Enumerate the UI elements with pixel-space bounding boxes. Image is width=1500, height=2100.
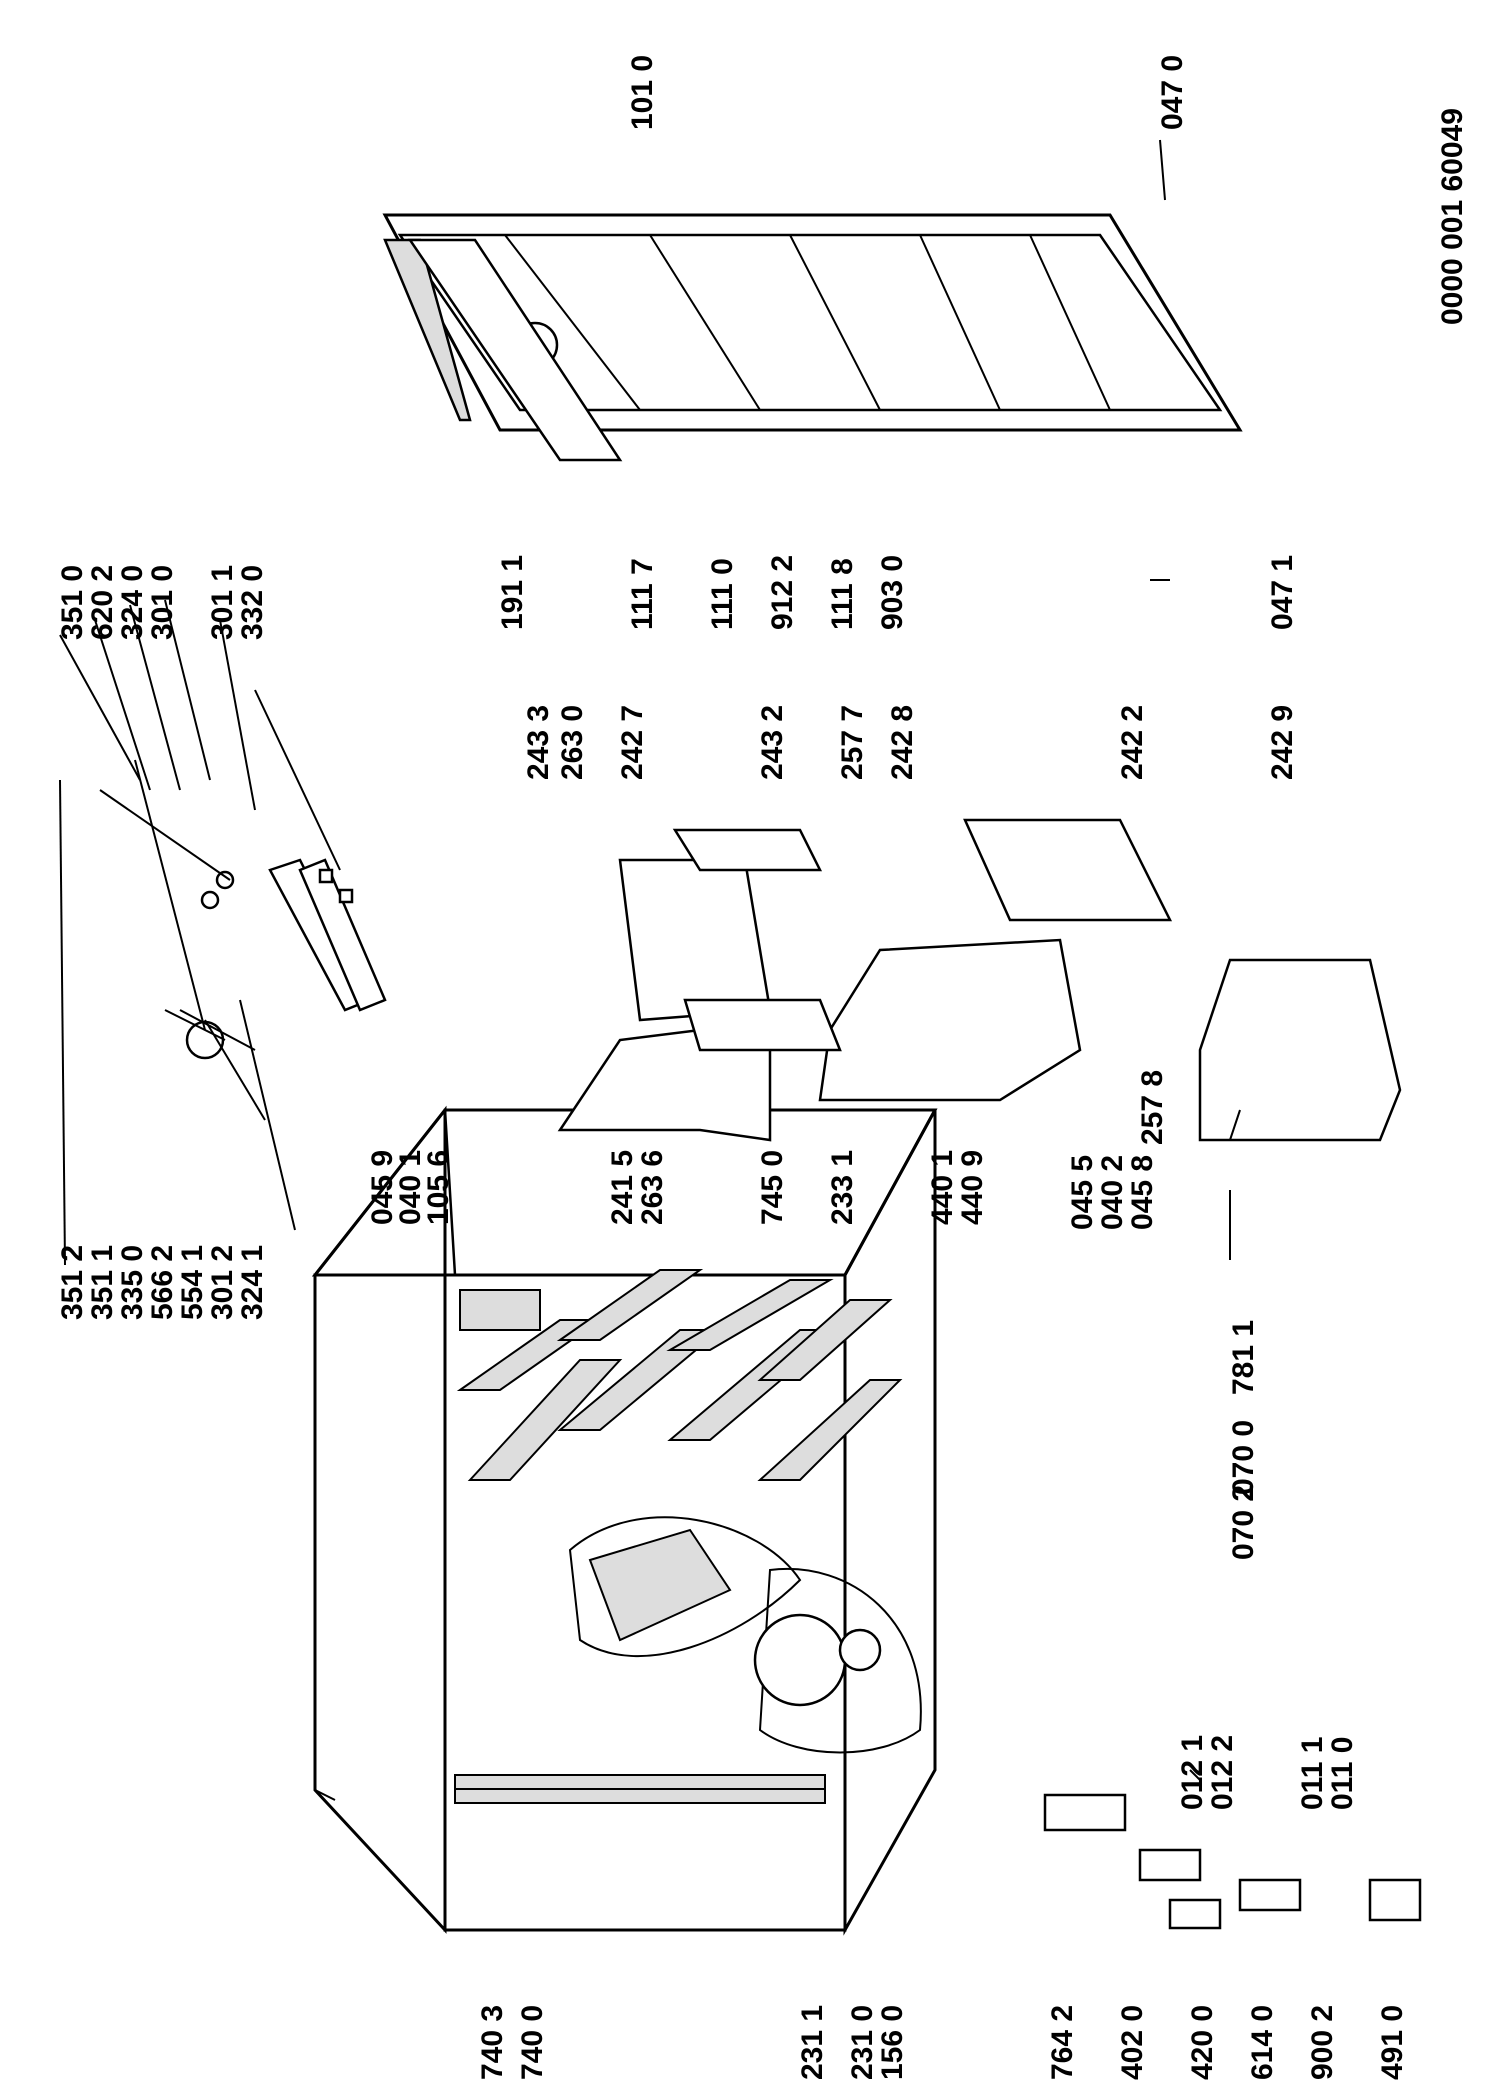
label-242-2: 242 2 xyxy=(1116,705,1149,780)
label-242-8: 242 8 xyxy=(886,705,919,780)
label-301-2: 301 2 xyxy=(206,1245,239,1320)
part-labels: 351 2 351 1 335 0 566 2 554 1 301 2 324 … xyxy=(56,55,1469,2080)
drawer-bottom xyxy=(1198,958,1402,1142)
label-012-1: 012 1 xyxy=(1176,1735,1209,1810)
flap-upper xyxy=(672,828,823,872)
label-257-7: 257 7 xyxy=(836,705,869,780)
label-241-5: 241 5 xyxy=(606,1150,639,1225)
label-101-0: 101 0 xyxy=(626,55,659,130)
drawer-upper xyxy=(557,858,772,1142)
label-263-0: 263 0 xyxy=(556,705,589,780)
label-231-1: 231 1 xyxy=(796,2005,829,2080)
label-620-2: 620 2 xyxy=(86,565,119,640)
label-566-2: 566 2 xyxy=(146,1245,179,1320)
label-903-0: 903 0 xyxy=(876,555,909,630)
label-420-0: 420 0 xyxy=(1186,2005,1219,2080)
door xyxy=(382,213,1243,432)
label-301-1: 301 1 xyxy=(206,565,239,640)
label-105-6: 105 6 xyxy=(422,1150,455,1225)
flap-middle xyxy=(683,998,842,1052)
control-panel-parts xyxy=(185,858,387,1060)
label-111-7: 111 7 xyxy=(626,558,659,630)
label-242-7: 242 7 xyxy=(616,705,649,780)
label-900-2: 900 2 xyxy=(1306,2005,1339,2080)
label-045-9: 045 9 xyxy=(366,1150,399,1225)
label-301-0: 301 0 xyxy=(146,565,179,640)
label-491-0: 491 0 xyxy=(1376,2005,1409,2080)
label-324-1: 324 1 xyxy=(236,1245,269,1320)
label-402-0: 402 0 xyxy=(1116,2005,1149,2080)
label-011-0: 011 0 xyxy=(1326,1737,1359,1810)
label-554-1: 554 1 xyxy=(176,1245,209,1320)
compressor-compartment xyxy=(753,1567,922,1754)
label-233-1: 233 1 xyxy=(826,1150,859,1225)
label-111-8: 111 8 xyxy=(826,558,859,630)
label-740-0: 740 0 xyxy=(516,2005,549,2080)
label-740-3: 740 3 xyxy=(476,2005,509,2080)
label-243-2: 243 2 xyxy=(756,705,789,780)
cabinet-shelf-grills xyxy=(456,1269,903,1481)
label-045-5: 045 5 xyxy=(1066,1155,1099,1230)
label-191-1: 191 1 xyxy=(496,555,529,630)
label-324-0: 324 0 xyxy=(116,565,149,640)
compressor xyxy=(753,1613,847,1707)
label-614-0: 614 0 xyxy=(1246,2005,1279,2080)
label-231-0: 231 0 xyxy=(846,2005,879,2080)
loose-parts xyxy=(1043,1793,1422,1930)
label-111-0: 111 0 xyxy=(706,558,739,630)
leader-lines xyxy=(59,139,1241,1781)
label-745-0: 745 0 xyxy=(756,1150,789,1225)
label-242-9: 242 9 xyxy=(1266,705,1299,780)
label-332-0: 332 0 xyxy=(236,565,269,640)
label-764-2: 764 2 xyxy=(1046,2005,1079,2080)
evaporator-detail xyxy=(568,1516,802,1658)
label-011-1: 011 1 xyxy=(1296,1737,1329,1810)
label-440-1: 440 1 xyxy=(926,1150,959,1225)
condenser xyxy=(454,1774,826,1804)
label-156-0: 156 0 xyxy=(876,2005,909,2080)
label-440-9: 440 9 xyxy=(956,1150,989,1225)
label-045-8: 045 8 xyxy=(1126,1155,1159,1230)
label-257-8: 257 8 xyxy=(1136,1070,1169,1145)
cabinet-body xyxy=(311,1105,938,1936)
label-040-2: 040 2 xyxy=(1096,1155,1129,1230)
label-263-6: 263 6 xyxy=(636,1150,669,1225)
drawer-lower xyxy=(818,938,1082,1102)
label-912-2: 912 2 xyxy=(766,555,799,630)
label-351-0: 351 0 xyxy=(56,565,89,640)
label-781-1: 781 1 xyxy=(1227,1320,1260,1395)
label-335-0: 335 0 xyxy=(116,1245,149,1320)
label-351-2: 351 2 xyxy=(56,1245,89,1320)
label-047-0: 047 0 xyxy=(1156,55,1189,130)
flap-lower xyxy=(963,818,1173,922)
label-351-1: 351 1 xyxy=(86,1245,119,1320)
label-243-3: 243 3 xyxy=(522,705,555,780)
door-gasket xyxy=(407,238,623,462)
label-070-0: 070 0 xyxy=(1227,1420,1260,1495)
drawing-code: 0000 001 60049 xyxy=(1436,108,1469,325)
label-047-1: 047 1 xyxy=(1266,555,1299,630)
label-040-1: 040 1 xyxy=(394,1150,427,1225)
label-070-2: 070 2 xyxy=(1227,1485,1260,1560)
label-012-2: 012 2 xyxy=(1206,1735,1239,1810)
